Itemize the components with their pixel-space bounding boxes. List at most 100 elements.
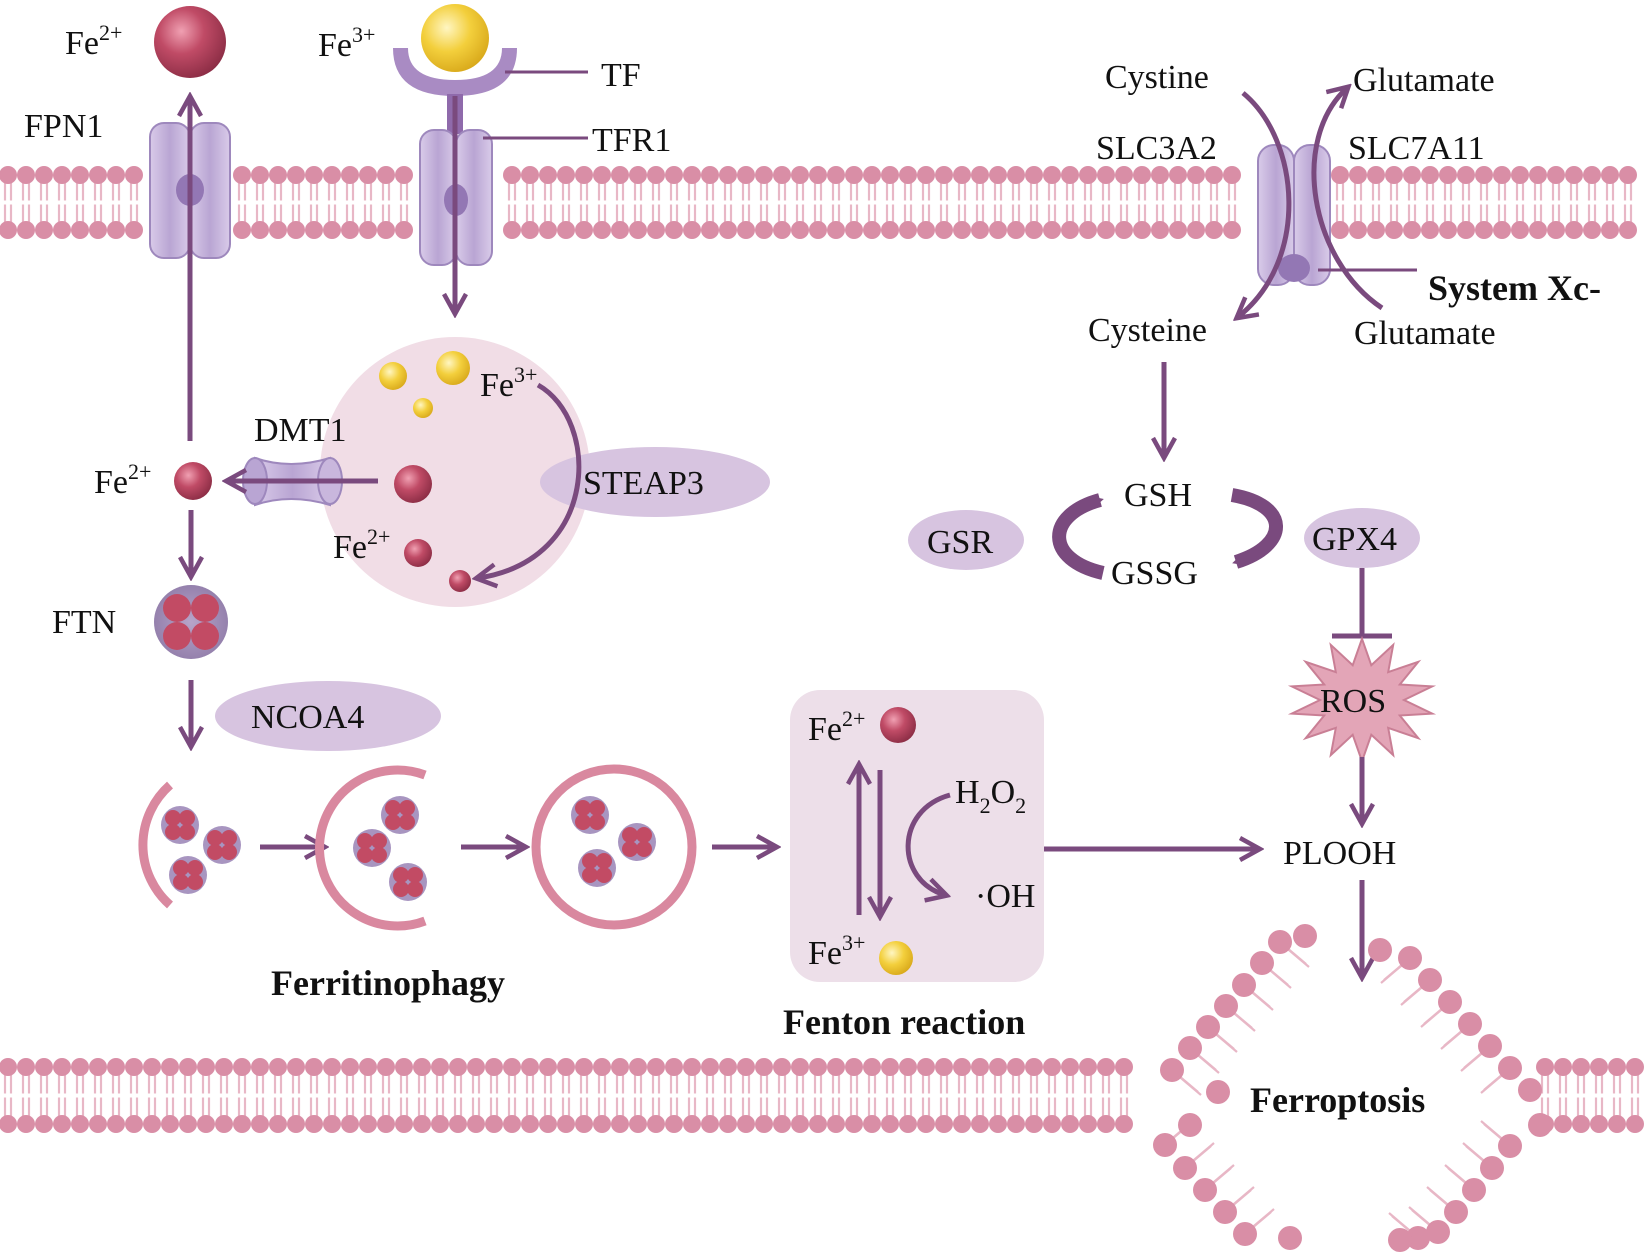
lipid-head <box>593 1058 611 1076</box>
lipid-head <box>863 166 881 184</box>
lipid-head <box>305 221 323 239</box>
lipid-head <box>989 221 1007 239</box>
lipid-head <box>1007 221 1025 239</box>
lipid-head <box>359 1058 377 1076</box>
lipid-head <box>1205 221 1223 239</box>
lipid-head <box>233 221 251 239</box>
lipid-head <box>251 1115 269 1133</box>
lipid-head <box>971 166 989 184</box>
lipid-head <box>1278 1226 1302 1250</box>
lipid-head <box>809 1115 827 1133</box>
lipid-head <box>1115 221 1133 239</box>
lipid-head <box>71 1058 89 1076</box>
lipid-head <box>755 166 773 184</box>
lipid-head <box>1565 221 1583 239</box>
lipid-head <box>1547 221 1565 239</box>
lipid-head <box>593 221 611 239</box>
ferritin-particle <box>203 826 241 864</box>
lipid-head <box>1025 166 1043 184</box>
lipid-head <box>1169 166 1187 184</box>
lipid-head <box>755 1058 773 1076</box>
lipid-head <box>1043 1058 1061 1076</box>
lipid-head <box>125 166 143 184</box>
lipid-head <box>215 1115 233 1133</box>
lipid-head <box>683 1058 701 1076</box>
lipid-head <box>395 166 413 184</box>
lipid-head <box>413 1058 431 1076</box>
lipid-head <box>1388 1228 1412 1252</box>
lipid-head <box>503 166 521 184</box>
lipid-head <box>485 1115 503 1133</box>
lipid-head <box>1214 994 1238 1018</box>
lipid-head <box>269 166 287 184</box>
slc7a11-label: SLC7A11 <box>1348 130 1485 167</box>
lipid-head <box>593 166 611 184</box>
lipid-head <box>863 1058 881 1076</box>
steap3-label: STEAP3 <box>583 465 704 502</box>
lipid-head <box>431 1115 449 1133</box>
ferritin-particle <box>389 863 427 901</box>
lipid-head <box>1590 1058 1608 1076</box>
lipid-head <box>881 1115 899 1133</box>
lipid-head <box>71 1115 89 1133</box>
lipid-head <box>377 166 395 184</box>
plasma-membrane-top <box>0 166 1637 239</box>
lipid-head <box>485 1058 503 1076</box>
fenton-fe2-label: Fe2+ <box>808 706 865 748</box>
lipid-head <box>1007 1058 1025 1076</box>
lipid-head <box>1025 221 1043 239</box>
lipid-head <box>341 1058 359 1076</box>
ferritinophagy-label: Ferritinophagy <box>271 963 505 1003</box>
lipid-head <box>575 166 593 184</box>
lipid-head <box>1349 166 1367 184</box>
lipid-head <box>1462 1178 1486 1202</box>
ferritin-particle <box>381 796 419 834</box>
lipid-head <box>395 1058 413 1076</box>
lipid-head <box>521 166 539 184</box>
lipid-head <box>1213 1200 1237 1224</box>
lipid-head <box>1293 924 1317 948</box>
lipid-head <box>881 166 899 184</box>
lipid-head <box>665 221 683 239</box>
lipid-head <box>719 1058 737 1076</box>
lipid-head <box>35 1115 53 1133</box>
lipid-head <box>791 1058 809 1076</box>
lipid-head <box>1554 1058 1572 1076</box>
lipid-head <box>809 166 827 184</box>
ncoa4-receptor <box>215 681 441 751</box>
lipid-head <box>827 1115 845 1133</box>
gsh-label: GSH <box>1124 477 1192 514</box>
lipid-head <box>1421 166 1439 184</box>
lipid-head <box>899 166 917 184</box>
ferritin-particle <box>353 829 391 867</box>
ros-label: ROS <box>1320 683 1386 720</box>
lipid-head <box>1398 946 1422 970</box>
lipid-head <box>71 221 89 239</box>
lipid-head <box>539 1115 557 1133</box>
lipid-head <box>521 1115 539 1133</box>
ferritin-particle <box>618 823 656 861</box>
fe3-ion-endosome-3 <box>413 398 433 418</box>
lipid-head <box>1079 221 1097 239</box>
lipid-head <box>89 221 107 239</box>
lipid-head <box>1025 1058 1043 1076</box>
lipid-head <box>17 1115 35 1133</box>
lipid-head <box>125 1115 143 1133</box>
lipid-head <box>737 1058 755 1076</box>
lipid-head <box>701 166 719 184</box>
lipid-head <box>917 166 935 184</box>
lipid-head <box>683 221 701 239</box>
fe3-ion-bound <box>421 4 489 72</box>
lipid-head <box>1385 221 1403 239</box>
lipid-head <box>575 221 593 239</box>
lipid-head <box>863 1115 881 1133</box>
lipid-head <box>1565 166 1583 184</box>
lipid-head <box>1457 221 1475 239</box>
lipid-head <box>1403 221 1421 239</box>
tfr1-label: TFR1 <box>592 122 671 159</box>
lipid-head <box>539 166 557 184</box>
lipid-head <box>1511 221 1529 239</box>
lipid-head <box>647 1115 665 1133</box>
lipid-head <box>1426 1220 1450 1244</box>
lipid-head <box>1187 166 1205 184</box>
